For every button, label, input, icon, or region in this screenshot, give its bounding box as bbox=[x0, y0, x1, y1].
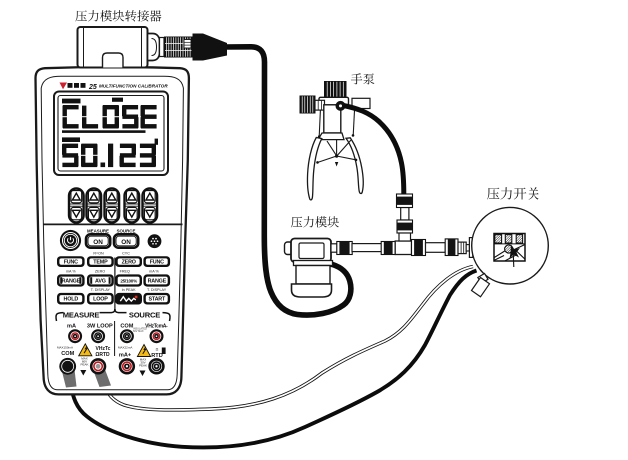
svg-text:RANGE: RANGE bbox=[148, 278, 167, 284]
svg-text:30V: 30V bbox=[140, 361, 145, 365]
svg-text:MAX22mA: MAX22mA bbox=[118, 345, 132, 349]
svg-text:SOURCE: SOURCE bbox=[117, 229, 136, 234]
svg-text:CYC: CYC bbox=[122, 251, 130, 255]
svg-text:3W LOOP: 3W LOOP bbox=[87, 323, 113, 329]
svg-text:T. DISPLAY: T. DISPLAY bbox=[147, 288, 167, 292]
svg-text:mA: mA bbox=[67, 323, 76, 329]
svg-text:60V: 60V bbox=[82, 360, 87, 364]
svg-text:mA %: mA % bbox=[149, 270, 159, 274]
svg-text:RTD: RTD bbox=[151, 353, 163, 359]
svg-text:INSULATED: INSULATED bbox=[133, 327, 147, 330]
svg-text:VHzTc: VHzTc bbox=[96, 346, 111, 352]
svg-text:mA %: mA % bbox=[66, 270, 76, 274]
svg-text:FUNC: FUNC bbox=[64, 260, 78, 266]
svg-text:ZERO: ZERO bbox=[122, 260, 136, 266]
svg-text:LOOP: LOOP bbox=[93, 297, 108, 303]
svg-text:Ω: Ω bbox=[156, 348, 159, 352]
svg-text:MAX: MAX bbox=[81, 357, 88, 361]
svg-text:ON: ON bbox=[121, 239, 131, 246]
svg-text:60V MAX: 60V MAX bbox=[133, 330, 144, 333]
svg-text:mA+: mA+ bbox=[119, 353, 132, 359]
svg-text:MEASURE: MEASURE bbox=[87, 229, 109, 234]
svg-text:ZERO: ZERO bbox=[95, 270, 105, 274]
svg-text:SOURCE: SOURCE bbox=[129, 310, 160, 319]
svg-text:MAX150mA: MAX150mA bbox=[57, 345, 73, 349]
svg-text:PEAK: PEAK bbox=[139, 364, 147, 368]
svg-text:T. DISPLAY: T. DISPLAY bbox=[91, 288, 111, 292]
svg-text:AVG: AVG bbox=[95, 278, 106, 284]
svg-text:FUNC: FUNC bbox=[150, 260, 164, 266]
svg-text:ΩRTD: ΩRTD bbox=[95, 352, 110, 358]
svg-text:FREQ: FREQ bbox=[120, 270, 130, 274]
svg-text:R=ON: R=ON bbox=[93, 251, 104, 255]
svg-text:RANGE: RANGE bbox=[62, 278, 81, 284]
svg-text:VHzTcmA-: VHzTcmA- bbox=[145, 323, 168, 329]
svg-text:MULTIFUNCTION CALIBRATOR: MULTIFUNCTION CALIBRATOR bbox=[99, 84, 168, 89]
svg-text:25: 25 bbox=[88, 84, 97, 91]
svg-text:COM: COM bbox=[61, 351, 74, 357]
svg-text:ON: ON bbox=[93, 239, 103, 246]
svg-text:MEASURE: MEASURE bbox=[63, 310, 100, 319]
svg-text:In PEAK: In PEAK bbox=[122, 288, 136, 292]
svg-text:TEMP: TEMP bbox=[93, 260, 108, 266]
svg-text:PEAK: PEAK bbox=[80, 363, 88, 367]
svg-text:HOLD: HOLD bbox=[64, 297, 79, 303]
svg-text:MAX: MAX bbox=[140, 358, 147, 362]
svg-text:25/100%: 25/100% bbox=[120, 278, 137, 283]
svg-text:START: START bbox=[149, 297, 166, 303]
svg-text:COM: COM bbox=[120, 323, 133, 329]
